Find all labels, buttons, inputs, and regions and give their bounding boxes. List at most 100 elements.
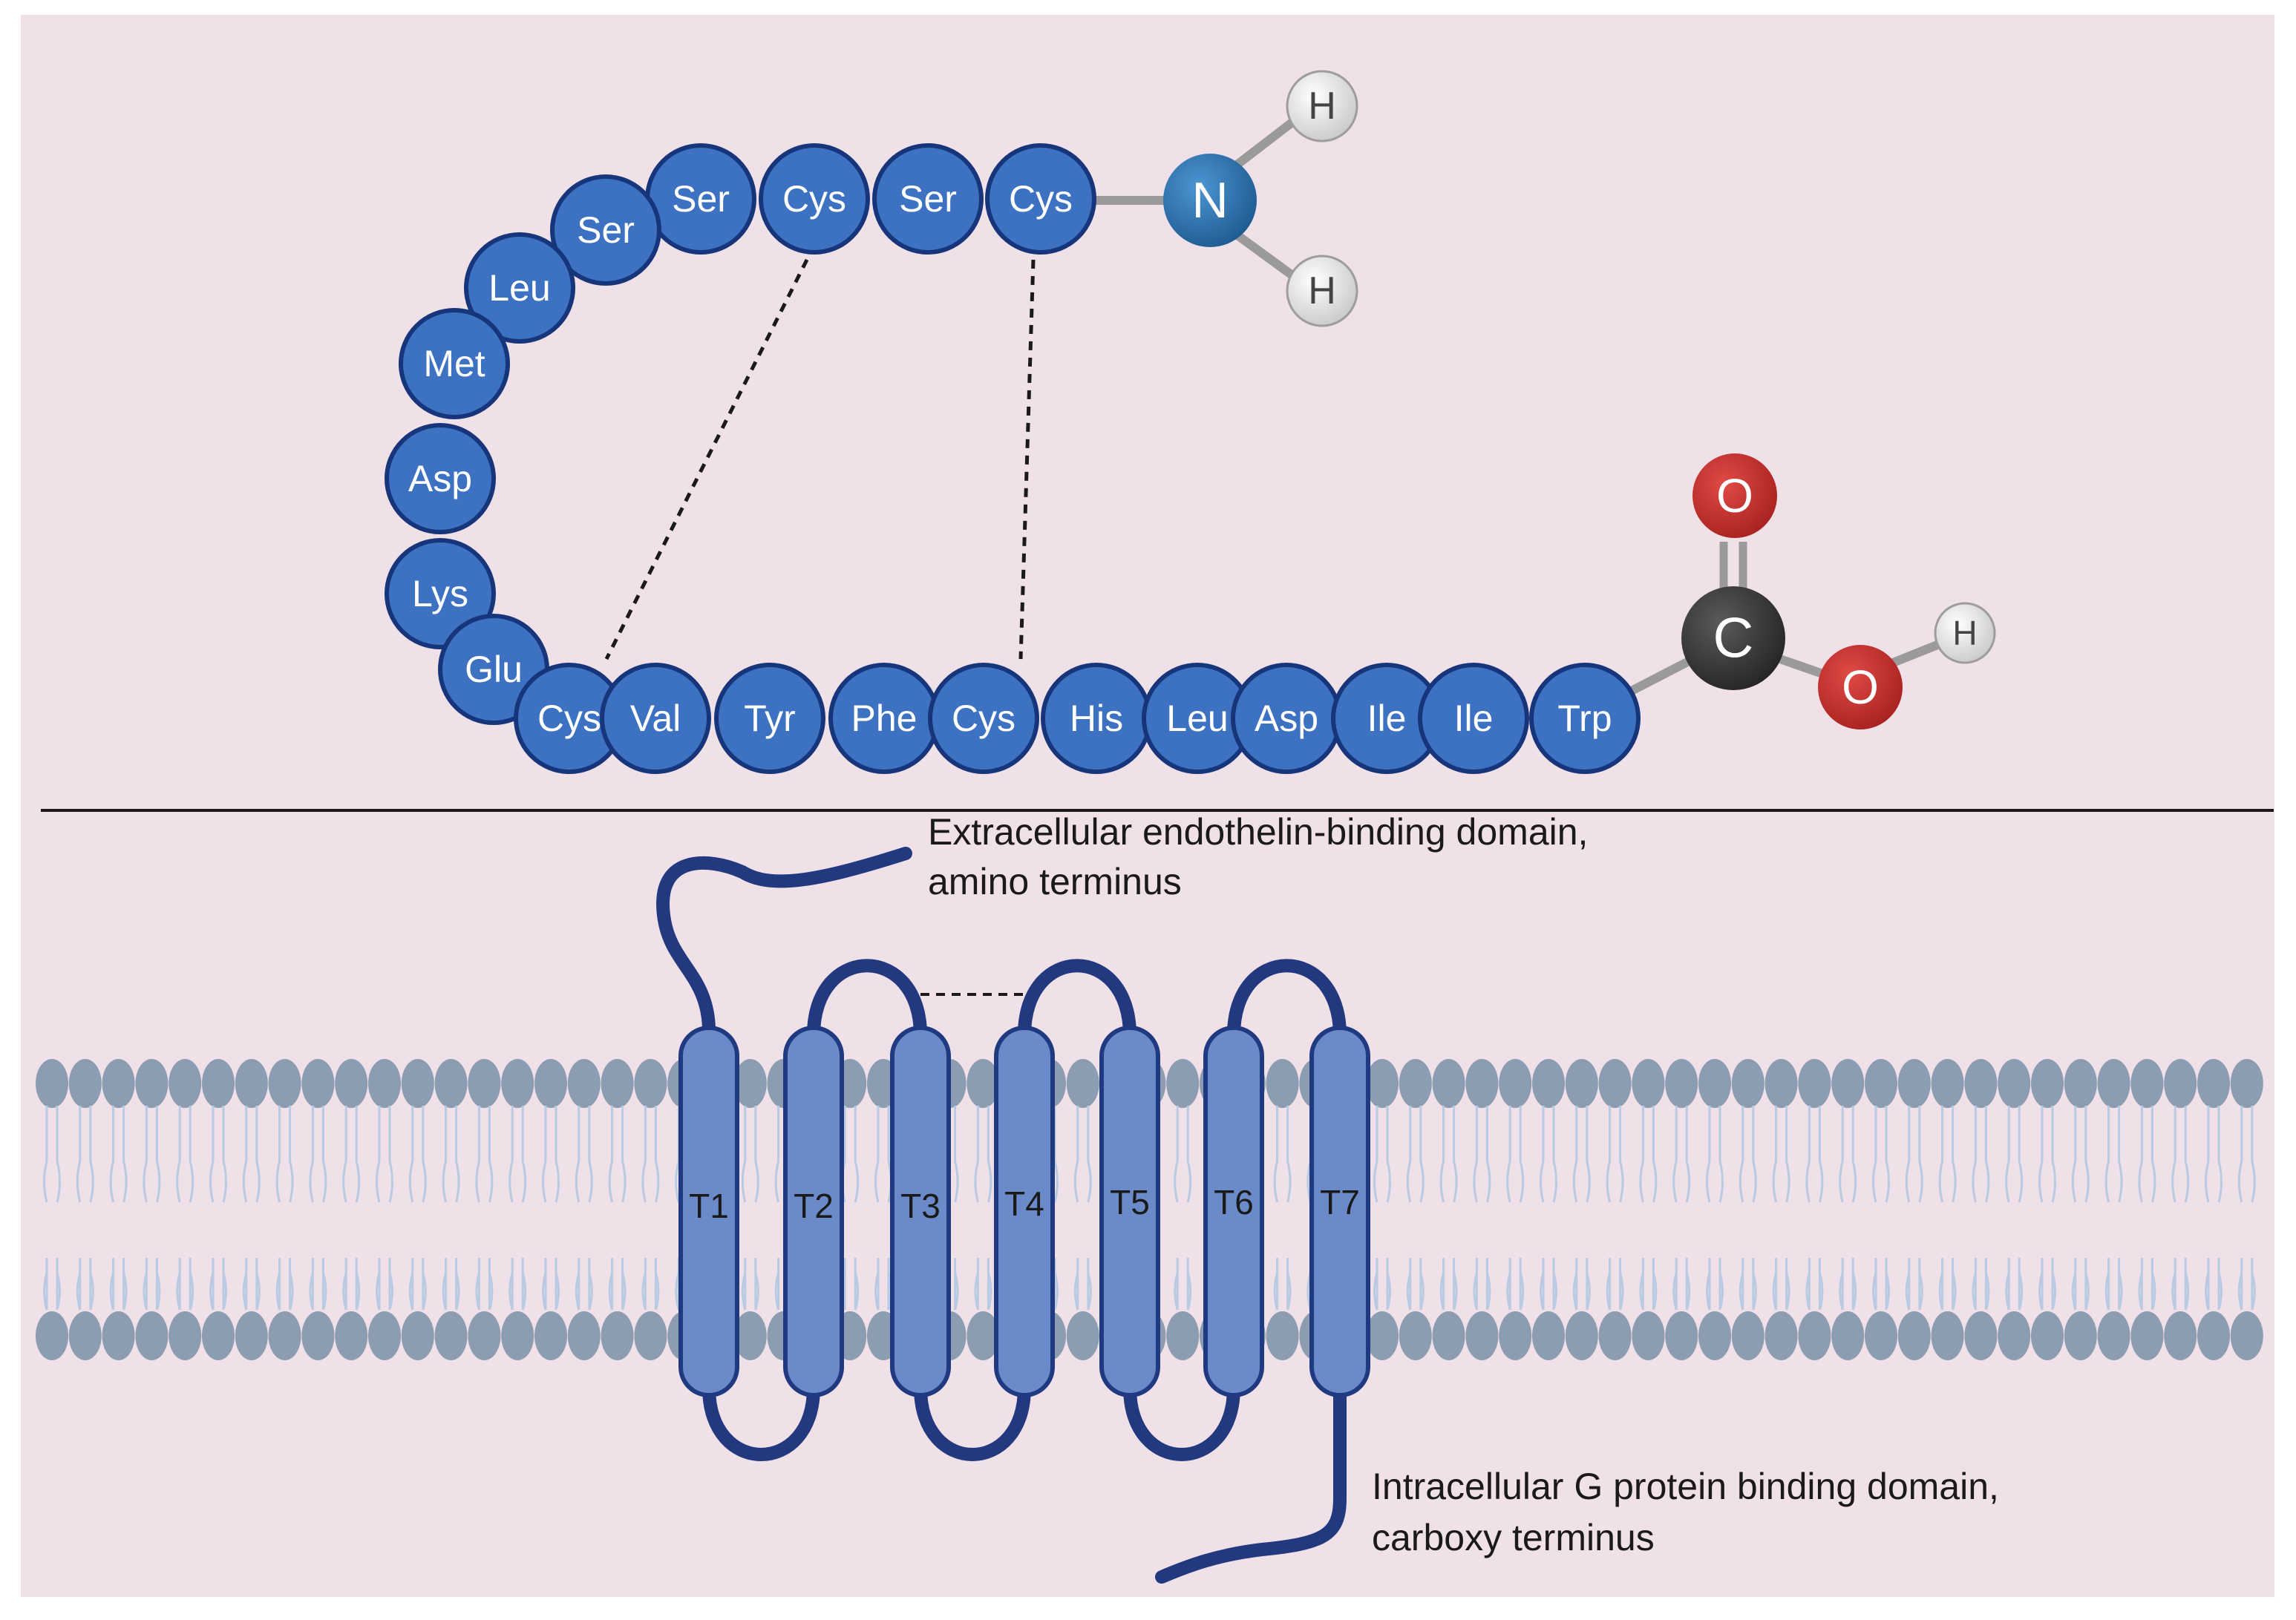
lipid-head-inner [2164, 1311, 2197, 1360]
residue-circle [1418, 663, 1529, 774]
lipid-head-outer [2164, 1059, 2197, 1108]
lipid-tail [311, 1106, 324, 1310]
lipid-tail [1706, 1161, 1724, 1203]
lipid-tail [1076, 1106, 1090, 1310]
lipid-head-inner [1066, 1311, 1099, 1360]
lipid-head-outer [202, 1059, 235, 1108]
lipid-tail [1174, 1161, 1192, 1203]
lipid-head-inner [169, 1311, 202, 1360]
helix-t5: T5 [1099, 1026, 1160, 1397]
residue: Leu [1142, 663, 1253, 774]
helix-t3: T3 [890, 1026, 951, 1397]
residue-circle [928, 663, 1039, 774]
helix-label: T5 [1110, 1183, 1150, 1221]
lipid-tail [45, 1106, 59, 1310]
lipid-head-inner [634, 1311, 667, 1360]
lipid-head-outer [1632, 1059, 1665, 1108]
residue-label: Glu [465, 649, 523, 690]
lipid-tail [1606, 1161, 1624, 1203]
lipid-tail [445, 1106, 458, 1310]
residue: His [1041, 663, 1152, 774]
lipid-head-outer [1499, 1059, 1532, 1108]
lipid-head-inner [368, 1311, 401, 1360]
lipid-head-outer [1865, 1059, 1897, 1108]
lipid-tail [1905, 1161, 1923, 1203]
residue-label: Ser [577, 209, 635, 251]
nitrogen-label: N [1191, 172, 1228, 229]
lipid-head-inner [1897, 1311, 1931, 1360]
lipid-tail [1276, 1106, 1289, 1310]
residue-label: Cys [952, 698, 1015, 739]
lipid-head-outer [1399, 1059, 1432, 1108]
residue-label: His [1070, 698, 1123, 739]
residue: Met [399, 308, 510, 419]
intracellular-caption-line1: Intracellular G protein binding domain, [1372, 1466, 1999, 1507]
lipid-tail [1506, 1161, 1525, 1203]
lipid-head-inner [567, 1311, 601, 1360]
lipid-tail [1641, 1106, 1655, 1310]
lipid-head-inner [2197, 1311, 2230, 1360]
lipid-head-outer [335, 1059, 368, 1108]
residue-label: Asp [408, 458, 472, 499]
lipid-tail [2174, 1106, 2187, 1310]
lipid-head-outer [2197, 1059, 2230, 1108]
lipid-tail [1639, 1161, 1658, 1203]
residue-circle [385, 538, 496, 649]
residue-circle [714, 663, 825, 774]
lipid-head-outer [301, 1059, 335, 1108]
residue: Cys [759, 143, 870, 255]
helix-body [1203, 1026, 1264, 1397]
lipid-head-outer [36, 1059, 68, 1108]
lipid-head-inner [501, 1311, 534, 1360]
residue-label: Ile [1367, 698, 1407, 739]
lipid-tail [2138, 1161, 2156, 1203]
residue: Cys [985, 143, 1096, 255]
lipid-head-outer [1831, 1059, 1865, 1108]
lipid-tail [1775, 1106, 1788, 1310]
lipid-head-outer [1366, 1059, 1399, 1108]
lipid-tail [1073, 1161, 1092, 1203]
extracellular-caption-line1: Extracellular endothelin-binding domain, [928, 811, 1588, 853]
lipid-tail [1974, 1106, 1987, 1310]
lipid-head-outer [2230, 1059, 2263, 1108]
residue-circle [385, 423, 496, 534]
lipid-head-outer [1565, 1059, 1598, 1108]
lipid-head-outer [68, 1059, 102, 1108]
lipid-tail [2005, 1161, 2024, 1203]
lipid-tail [1739, 1161, 1757, 1203]
lipid-head-outer [1665, 1059, 1698, 1108]
residue: Ser [645, 143, 756, 255]
helix-label: T1 [689, 1187, 729, 1225]
captions: Extracellular endothelin-binding domain,… [928, 811, 1999, 1558]
lipid-tail [43, 1161, 61, 1203]
lipid-head-inner [2130, 1311, 2164, 1360]
lipid-tail [178, 1106, 192, 1310]
lipid-tail [843, 1106, 857, 1310]
lipid-head-outer [1698, 1059, 1731, 1108]
lipid-tail [542, 1161, 560, 1203]
lipid-head-inner [1931, 1311, 1964, 1360]
lipid-head-outer [1266, 1059, 1299, 1108]
carboxyl-group: C O O H [1621, 453, 1996, 729]
residue: Asp [385, 423, 496, 534]
lipid-head-inner [601, 1311, 634, 1360]
lipid-head-outer [1166, 1059, 1200, 1108]
lipid-tail [1941, 1106, 1955, 1310]
lipid-tail [1708, 1106, 1721, 1310]
hydrogen-atom-hydroxyl [1934, 602, 1996, 664]
lipid-head-inner [2064, 1311, 2097, 1360]
lipid-head-inner [1366, 1311, 1399, 1360]
disulfide-bonds [604, 258, 1036, 660]
lipid-head-outer [235, 1059, 268, 1108]
lipid-head-outer [1066, 1059, 1099, 1108]
lipid-head-outer [1465, 1059, 1499, 1108]
helix-body [890, 1026, 951, 1397]
residue-label: Tyr [744, 698, 795, 739]
lipid-tail [1575, 1106, 1589, 1310]
lipid-head-outer [1532, 1059, 1565, 1108]
lipid-tail [1772, 1161, 1790, 1203]
residue-circle [600, 663, 711, 774]
carbon-label: C [1713, 607, 1754, 670]
residue-label: Ser [672, 178, 730, 220]
